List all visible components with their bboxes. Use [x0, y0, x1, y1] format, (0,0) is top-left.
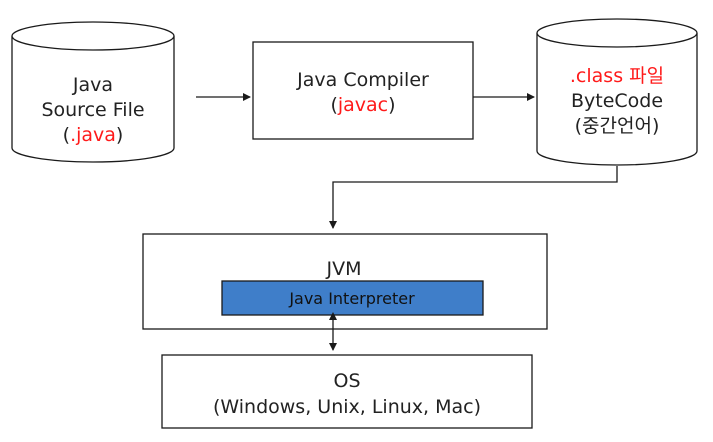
- javac-text: javac: [337, 94, 388, 116]
- source-file-line2: Source File: [41, 99, 144, 121]
- class-file-line1: .class 파일: [570, 65, 664, 87]
- java-interpreter-label: Java Interpreter: [288, 289, 415, 308]
- os-label: OS: [333, 370, 360, 392]
- arrow-classfile-to-jvm: [329, 166, 618, 229]
- os-box: OS (Windows, Unix, Linux, Mac): [161, 354, 533, 429]
- java-extension-text: .java: [70, 124, 116, 146]
- compiler-line1: Java Compiler: [296, 69, 429, 91]
- compiler-box: Java Compiler (javac): [252, 41, 474, 140]
- source-file-line3: (.java): [63, 124, 124, 146]
- source-file-line1: Java: [72, 74, 113, 96]
- os-platforms: (Windows, Unix, Linux, Mac): [213, 396, 481, 418]
- java-interpreter-box: [221, 280, 484, 316]
- jvm-box: JVM Java Interpreter: [142, 233, 548, 330]
- compiler-line2: (javac): [330, 94, 395, 116]
- class-file-line3: (중간언어): [575, 115, 660, 137]
- class-file-cylinder: .class 파일 ByteCode (중간언어): [536, 18, 698, 166]
- jvm-label: JVM: [326, 258, 362, 280]
- source-file-cylinder: Java Source File (.java): [11, 21, 175, 163]
- class-file-line2: ByteCode: [571, 90, 663, 112]
